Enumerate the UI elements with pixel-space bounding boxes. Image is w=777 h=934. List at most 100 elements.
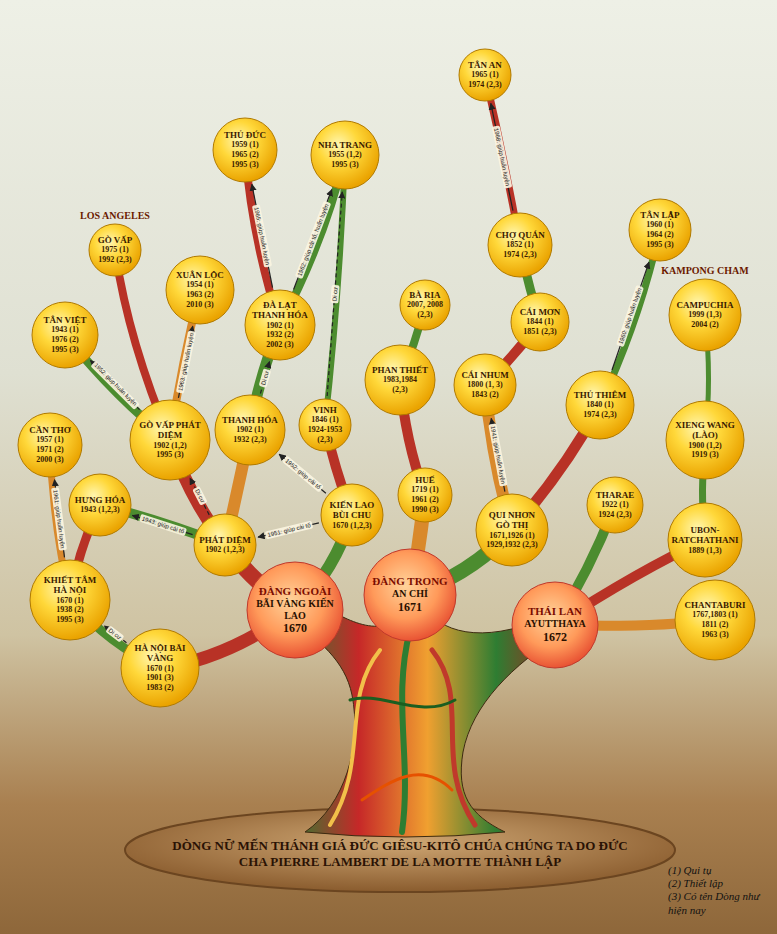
connector — [90, 360, 139, 409]
date-line: 1670 (1) — [134, 664, 186, 674]
date-line: 1974 (2,3) — [569, 410, 631, 420]
text-stack: TÂN AN1965 (1)1974 (2,3) — [454, 60, 516, 90]
place-name: TÂN AN — [454, 60, 516, 70]
place-name: PHAN THIẾT — [367, 365, 433, 375]
date-line: 1965 (1) — [454, 71, 516, 81]
connector-label: 1943: giúp cải tổ — [138, 514, 186, 536]
date-line: 1671,1926 (1) — [482, 531, 542, 541]
place-name: NHA TRANG — [314, 140, 376, 150]
community-circle: THARAE1922 (1)1924 (2,3) — [586, 476, 644, 534]
community-disc — [213, 118, 277, 182]
legend-text: (1) Qui tụ — [668, 864, 711, 876]
community-circle: CHỢ QUÁN1852 (1)1974 (2,3) — [487, 212, 553, 278]
text-stack: ĐÀNG NGOÀIBÃI VÀNG KIẾN LAO1670 — [253, 585, 337, 636]
legend: (1) Qui tụ(2) Thiết lập(3) Có tên Dòng n… — [668, 864, 772, 917]
date-line: 1932 (2,3) — [219, 435, 281, 445]
text-stack: VINH1846 (1)1924-1953(2,3) — [294, 405, 356, 444]
date-line: 1929,1932 (2,3) — [482, 540, 542, 550]
text-stack: HƯNG HÓA1943 (1,2,3) — [69, 495, 131, 515]
community-circle: CÁI MƠN1844 (1)1851 (2,3) — [510, 292, 570, 352]
community-disc — [488, 213, 552, 277]
place-name: THỦ ĐỨC — [214, 130, 276, 140]
date-line: (2,3) — [394, 310, 456, 320]
date-line: 1719 (1) — [394, 486, 456, 496]
origin-circle: ĐÀNG NGOÀIBÃI VÀNG KIẾN LAO1670 — [246, 561, 344, 659]
date-line: 1943 (1,2,3) — [69, 505, 131, 515]
community-disc — [30, 560, 110, 640]
community-disc — [321, 484, 383, 546]
connector — [104, 626, 126, 643]
connector-label: 1952: giúp huấn luyện — [90, 360, 139, 409]
circle-heading: LOS ANGELES — [80, 210, 150, 221]
date-line: 1974 (2,3) — [489, 250, 551, 260]
date-line: 1995 (3) — [39, 615, 101, 625]
place-name: UBON-RATCHATHANI — [669, 525, 741, 546]
connector-label: 1962: giúp cải tổ, huấn luyện — [295, 200, 331, 278]
date-line: AYUTTHAYA — [513, 619, 597, 631]
tree-branches — [50, 75, 715, 668]
text-stack: CÁI NHUM1800 (1, 3)1843 (2) — [454, 370, 516, 400]
date-line: 1943 (1) — [34, 326, 96, 336]
circle-shape — [212, 117, 278, 183]
text-stack: ĐÀNG TRONGAN CHỈ1671 — [368, 575, 452, 614]
date-line: 1902 (1) — [219, 426, 281, 436]
place-name: GÒ VẤP — [84, 235, 146, 245]
date-line: 1963 (2) — [169, 290, 231, 300]
connector-label: Di cư — [330, 285, 339, 304]
date-line: 1992 (2,3) — [84, 255, 146, 265]
date-line: 2010 (3) — [169, 300, 231, 310]
text-stack: CHANTABURI1767,1803 (1)1811 (2)1963 (3) — [681, 600, 749, 639]
date-line: 1767,1803 (1) — [681, 611, 749, 621]
date-line: AN CHỈ — [368, 589, 452, 601]
legend-row: (2) Thiết lập — [668, 877, 772, 890]
place-name: CHỢ QUÁN — [489, 230, 551, 240]
community-circle: KHIẾT TÂM HÀ NỘI1670 (1)1938 (2)1995 (3) — [29, 559, 111, 641]
connector-label: 1963: giúp huấn luyện — [175, 330, 195, 393]
text-stack: QUI NHƠN GÒ THỊ1671,1926 (1)1929,1932 (2… — [482, 510, 542, 550]
text-stack: CHỢ QUÁN1852 (1)1974 (2,3) — [489, 230, 551, 260]
connector — [491, 103, 513, 210]
community-circle: HƯNG HÓA1943 (1,2,3) — [68, 473, 132, 537]
community-circle: THỦ THIÊM1840 (1)1974 (2,3) — [565, 370, 635, 440]
text-stack: GÒ VẤP PHÁT DIỆM1902 (1,2)1995 (3) — [139, 420, 201, 460]
trunk-swirl — [402, 630, 410, 832]
place-name: BÀ RỊA — [394, 290, 456, 300]
connector — [294, 190, 332, 290]
place-name: THARAE — [584, 490, 646, 500]
place-name: CHANTABURI — [681, 600, 749, 610]
text-stack: THỦ THIÊM1840 (1)1974 (2,3) — [569, 390, 631, 420]
connector — [190, 478, 209, 515]
text-stack: CÁI MƠN1844 (1)1851 (2,3) — [509, 307, 571, 337]
circle-shape — [674, 579, 756, 661]
date-line: 1964 (2) — [629, 230, 691, 240]
date-line: 1844 (1) — [509, 318, 571, 328]
date-line: 1938 (2) — [39, 606, 101, 616]
date-line: 1924 (2,3) — [584, 510, 646, 520]
text-stack: TÂN VIỆT1943 (1)1976 (2)1995 (3) — [34, 315, 96, 354]
date-line: 1971 (2) — [19, 445, 81, 455]
place-name: ĐÀNG TRONG — [368, 575, 452, 588]
date-line: 1902 (1,2,3) — [194, 545, 256, 555]
tree-branch — [325, 155, 345, 425]
community-disc — [566, 371, 634, 439]
connector-label: Di cư — [259, 368, 272, 388]
community-circle: THỦ ĐỨC1959 (1)1965 (2)1995 (3) — [212, 117, 278, 183]
date-line: 1902 (1) — [249, 321, 311, 331]
community-circle: KIẾN LAO BÙI CHU1670 (1,2,3) — [320, 483, 384, 547]
connector-label: 1952: giúp cải tổ — [282, 455, 324, 492]
place-name: THANH HÓA — [219, 415, 281, 425]
date-line: 1672 — [513, 630, 597, 644]
place-name: XUÂN LỘC — [169, 270, 231, 280]
place-name: THÁI LAN — [513, 605, 597, 618]
legend-text: (3) Có tên Dòng như hiện nay — [668, 890, 760, 915]
community-disc — [454, 354, 516, 416]
date-line: 1919 (3) — [672, 450, 738, 460]
community-disc — [121, 629, 199, 707]
community-disc — [215, 395, 285, 465]
community-disc — [69, 474, 131, 536]
circle-shape — [628, 198, 692, 262]
date-line: 2002 (3) — [249, 340, 311, 350]
date-line: (2,3) — [294, 435, 356, 445]
trunk-swirl — [330, 650, 380, 825]
